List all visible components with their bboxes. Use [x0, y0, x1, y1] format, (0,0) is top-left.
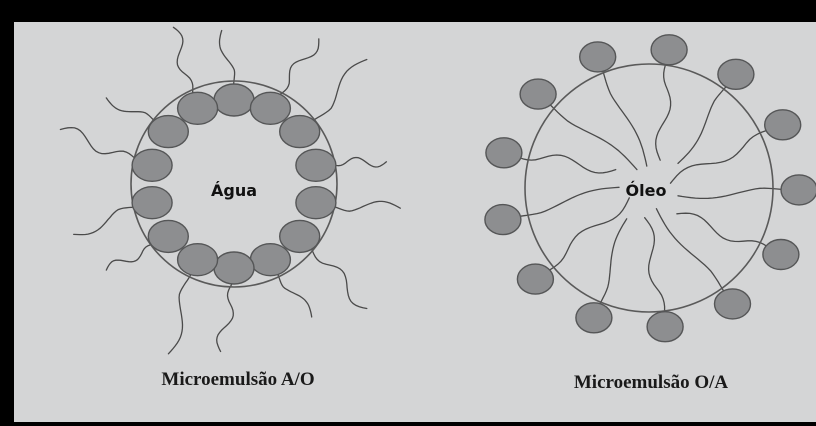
- wo-head: [178, 92, 218, 124]
- ow-head: [715, 289, 751, 319]
- ow-head: [576, 303, 612, 333]
- ow-head: [651, 35, 687, 65]
- wo-head: [148, 116, 188, 148]
- wo-core-label: Água: [211, 181, 257, 200]
- wo-head: [280, 220, 320, 252]
- wo-head: [214, 84, 254, 116]
- ow-head: [718, 59, 754, 89]
- wo-head: [148, 220, 188, 252]
- wo-head: [280, 116, 320, 148]
- wo-head: [132, 187, 172, 219]
- wo-head: [132, 149, 172, 181]
- ow-head: [647, 312, 683, 342]
- ow-head: [580, 42, 616, 72]
- wo-tail: [275, 39, 319, 99]
- wo-tail: [74, 205, 143, 235]
- ow-head: [517, 264, 553, 294]
- ow-head: [486, 138, 522, 168]
- ow-head: [763, 240, 799, 270]
- wo-tail: [308, 243, 367, 309]
- wo-head: [178, 244, 218, 276]
- ow-caption: Microemulsão O/A: [574, 372, 729, 393]
- ow-tail: [535, 198, 629, 279]
- ow-head: [765, 110, 801, 140]
- wo-head: [214, 252, 254, 284]
- wo-head: [296, 149, 336, 181]
- microemulsion-ow-diagram: Óleo Microemulsão O/A: [485, 35, 816, 393]
- ow-tail: [538, 94, 637, 170]
- ow-tail: [645, 218, 665, 327]
- wo-tail: [326, 201, 401, 211]
- wo-head: [296, 187, 336, 219]
- ow-core-label: Óleo: [626, 181, 667, 200]
- ow-head: [781, 175, 816, 205]
- wo-head: [250, 244, 290, 276]
- wo-head: [250, 92, 290, 124]
- microemulsion-wo-diagram: Água Microemulsão A/O: [60, 27, 400, 390]
- wo-tail: [60, 128, 142, 164]
- ow-tail: [598, 57, 647, 166]
- wo-tail: [308, 60, 367, 126]
- ow-tail: [656, 50, 671, 160]
- wo-tail: [168, 269, 193, 354]
- wo-caption: Microemulsão A/O: [161, 369, 314, 390]
- wo-tail: [217, 278, 234, 352]
- wo-tail: [173, 27, 193, 99]
- ow-head: [485, 205, 521, 235]
- ow-head: [520, 79, 556, 109]
